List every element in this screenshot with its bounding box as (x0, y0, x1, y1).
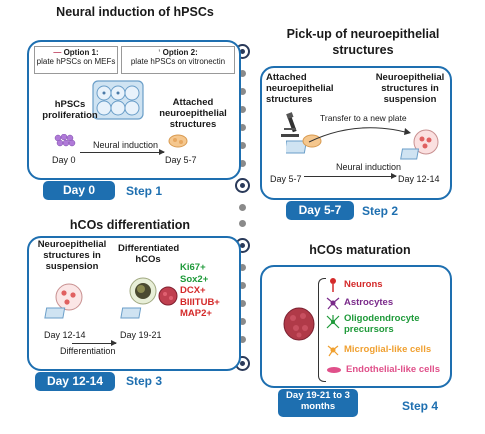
plate-icon (44, 307, 66, 319)
timeline-dot (239, 70, 246, 77)
panel2-attached-label: Attached neuroepithelial structures (266, 72, 334, 105)
panel1-arrow (80, 149, 165, 155)
panel2-day-end: Day 12-14 (398, 174, 440, 184)
marker-item: DCX+ (180, 285, 206, 297)
cell-item: Neurons (326, 276, 450, 294)
marker-item: BIIITUB+ (180, 296, 220, 308)
plate-icon (120, 307, 142, 319)
timeline-dot (239, 106, 246, 113)
timeline-node (235, 178, 250, 193)
timeline-dot (239, 264, 246, 271)
cell-item: Oligodendrocyte precursors (326, 312, 450, 340)
panel1-day-end: Day 5-7 (165, 155, 197, 165)
endothelial-icon (327, 367, 341, 373)
timeline-dot (239, 124, 246, 131)
timeline-dot (239, 318, 246, 325)
cell-item: Endothelial-like cells (326, 360, 450, 380)
plate-icon (400, 148, 420, 160)
panel1-step: Step 1 (126, 184, 163, 198)
astrocyte-icon (326, 297, 340, 310)
cell-list: Neurons Astrocytes Oligodendrocyte precu… (326, 276, 450, 380)
option2-box: ʼ Option 2: plate hPSCs on vitronectin (121, 46, 235, 74)
hpsc-colony-icon (54, 134, 76, 147)
marker-item: Ki67+ (180, 262, 206, 273)
marker-list: Ki67+ Sox2+ DCX+ BIIITUB+ MAP2+ (180, 262, 220, 320)
timeline-dot (239, 142, 246, 149)
panel3-day-end: Day 19-21 (120, 330, 162, 340)
cell-item: Microglial-like cells (326, 340, 450, 360)
panel2-day-tab: Day 5-7 (286, 201, 354, 220)
panel3-suspension-label: Neuroepithelial structures in suspension (37, 239, 107, 272)
panel3-day-start: Day 12-14 (44, 330, 86, 340)
option1-title: Option 1: (63, 48, 99, 57)
brace (318, 278, 326, 382)
option1-box: — Option 1: plate hPSCs on MEFs (34, 46, 118, 74)
panel2-arrow (304, 173, 397, 179)
marker-item: Sox2+ (180, 273, 209, 285)
panel3-step: Step 3 (126, 374, 163, 388)
well-plate-icon (92, 80, 144, 120)
timeline-dot (239, 336, 246, 343)
panel1-day-start: Day 0 (52, 155, 76, 165)
panel1-day-tab: Day 0 (43, 181, 115, 200)
panel3-title: hCOs differentiation (69, 218, 191, 232)
panel3-day-tab: Day 12-14 (35, 372, 115, 391)
transfer-arrow (308, 127, 411, 143)
panel4-day-tab: Day 19-21 to 3 months (278, 389, 358, 417)
panel2-day-start: Day 5-7 (270, 174, 302, 184)
hpsc-proliferation-label: hPSCs proliferation (42, 99, 98, 121)
panel2-process-label: Neural induction (336, 162, 402, 172)
timeline-dot (239, 300, 246, 307)
oligodendrocyte-icon (326, 315, 340, 329)
panel1-box (27, 40, 241, 180)
panel4-step: Step 4 (402, 399, 439, 413)
panel2-suspension-label: Neuroepithelial structures in suspension (375, 72, 445, 105)
option1-text: plate hPSCs on MEFs (36, 56, 116, 66)
timeline-dot (239, 88, 246, 95)
panel2-step: Step 2 (362, 204, 399, 218)
marker-item: MAP2+ (180, 308, 212, 320)
organoid-icon (283, 307, 315, 341)
suspension-dish-icon (413, 129, 439, 155)
microscope-icon (281, 112, 299, 137)
cell-item: Astrocytes (326, 294, 450, 312)
timeline-dot (239, 204, 246, 211)
neuroepithelial-icon (168, 134, 188, 148)
timeline-connector (235, 40, 250, 371)
differentiated-hcos-label: Differentiated hCOs (118, 243, 180, 265)
neuron-icon (330, 278, 336, 292)
hco-organoid-icon (158, 286, 178, 306)
panel1-process-label: Neural induction (93, 140, 159, 150)
cell-label: Endothelial-like cells (346, 363, 440, 375)
timeline-dot (239, 220, 246, 227)
panel1-title: Neural induction of hPSCs (56, 5, 214, 19)
organoid-dish-icon (129, 277, 157, 305)
transfer-label: Transfer to a new plate (320, 113, 407, 123)
cell-label: Astrocytes (344, 296, 394, 308)
suspension-dish-icon (55, 283, 83, 311)
option2-text: plate hPSCs on vitronectin (130, 56, 226, 66)
timeline-dot (239, 160, 246, 167)
cell-label: Oligodendrocyte precursors (344, 313, 420, 335)
option2-title: Option 2: (162, 48, 198, 57)
panel4-title: hCOs maturation (309, 243, 411, 257)
plate-icon (286, 140, 308, 154)
cell-label: Neurons (344, 278, 383, 290)
timeline-dot (239, 282, 246, 289)
panel3-arrow (72, 340, 117, 346)
microglia-icon (327, 345, 339, 357)
attached-structures-label: Attached neuroepithelial structures (159, 97, 227, 130)
cell-label: Microglial-like cells (344, 343, 432, 355)
panel3-process-label: Differentiation (60, 346, 116, 356)
panel2-title: Pick-up of neuroepithelial structures (286, 27, 440, 57)
